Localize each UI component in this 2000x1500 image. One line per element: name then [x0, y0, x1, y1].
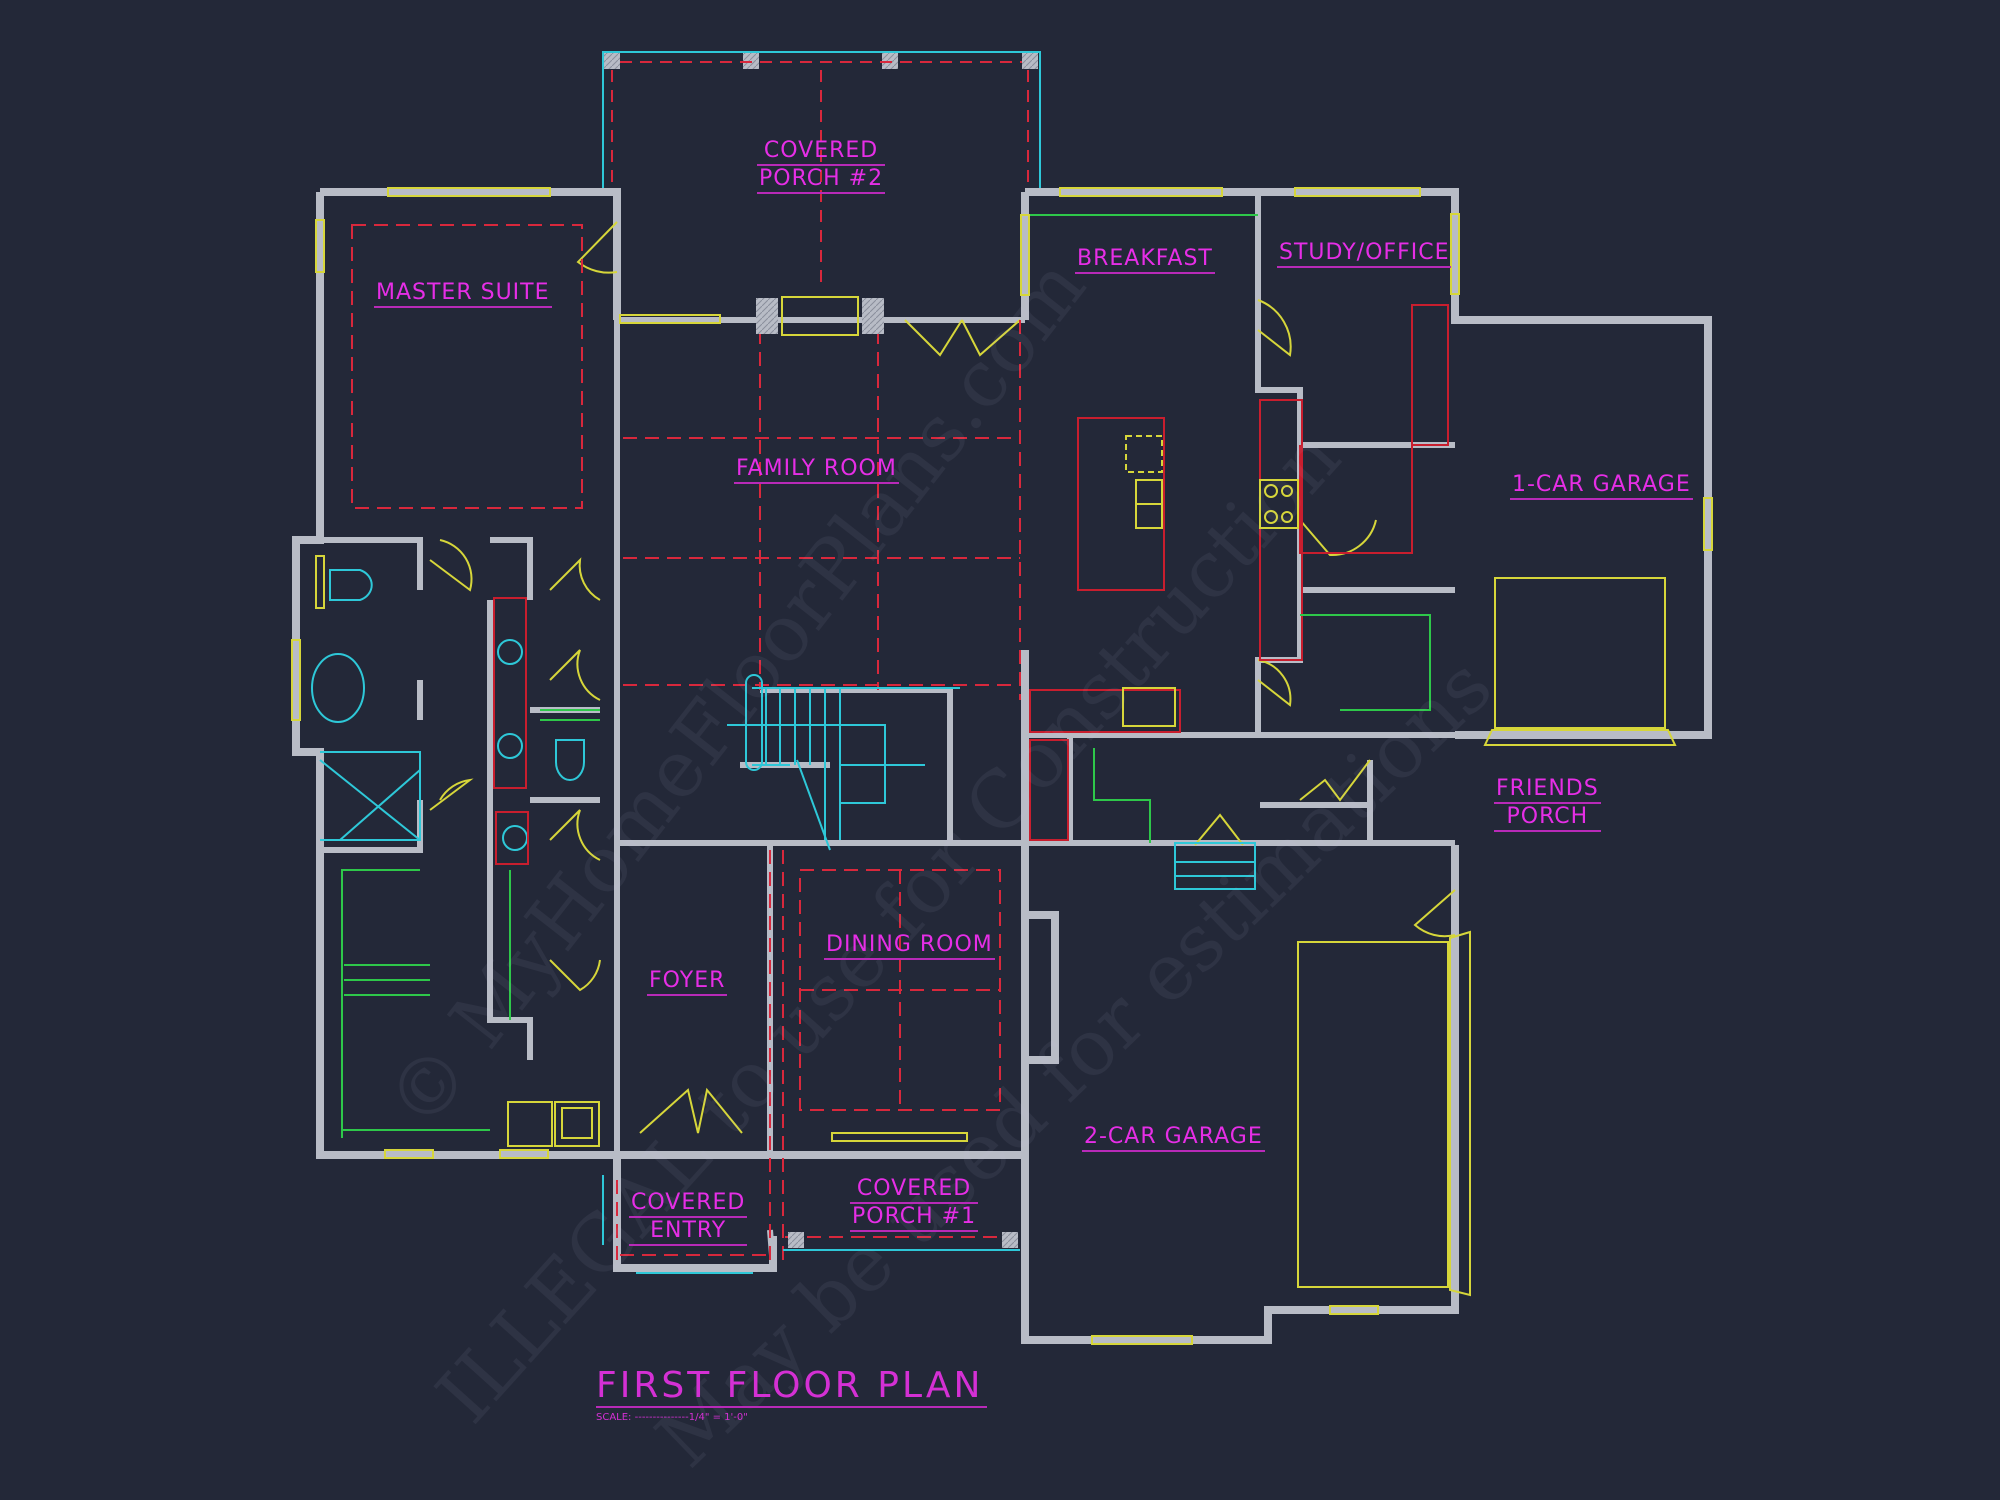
covered-porch-2-outline: [602, 51, 1041, 290]
label-line-1: FOYER: [647, 968, 728, 996]
label-line-1: COVERED: [757, 138, 886, 166]
room-label-study-office: STUDY/OFFICE: [1277, 240, 1452, 268]
room-label-covered-porch-1: COVERED PORCH #1: [850, 1176, 979, 1232]
garage-doors: [1297, 577, 1677, 1297]
bath-fixtures: [311, 569, 1256, 890]
label-line-2: PORCH #2: [757, 166, 886, 194]
kitchen-cabinets: [1029, 304, 1449, 841]
doors: [429, 221, 1456, 1134]
laundry-appliances: [507, 1101, 600, 1147]
label-line-1: DINING ROOM: [824, 932, 995, 960]
label-line-1: STUDY/OFFICE: [1277, 240, 1452, 268]
label-line-2: PORCH #1: [850, 1204, 979, 1232]
ceiling-lines: [351, 224, 1021, 1262]
label-line-1: COVERED: [850, 1176, 979, 1204]
drawing-title: FIRST FLOOR PLAN: [596, 1366, 988, 1408]
staircase: [727, 674, 960, 851]
windows: [291, 187, 1713, 1345]
vanity-outline: [493, 597, 529, 865]
closet-shelving: [341, 214, 1431, 1138]
room-label-foyer: FOYER: [647, 968, 728, 996]
room-label-friends-porch: FRIENDS PORCH: [1494, 776, 1601, 832]
label-line-1: 1-CAR GARAGE: [1510, 472, 1693, 500]
room-label-master-suite: MASTER SUITE: [374, 280, 552, 308]
interior-walls: [320, 192, 1455, 1269]
porch-columns: [756, 298, 1018, 1248]
label-line-1: 2-CAR GARAGE: [1082, 1124, 1265, 1152]
label-line-1: FRIENDS: [1494, 776, 1601, 804]
room-label-2-car-garage: 2-CAR GARAGE: [1082, 1124, 1265, 1152]
front-porch-lines: [602, 1175, 1020, 1274]
kitchen-appliances: [1122, 435, 1299, 727]
label-line-1: MASTER SUITE: [374, 280, 552, 308]
room-label-1-car-garage: 1-CAR GARAGE: [1510, 472, 1693, 500]
label-line-1: BREAKFAST: [1075, 246, 1215, 274]
room-label-breakfast: BREAKFAST: [1075, 246, 1215, 274]
label-line-1: COVERED: [629, 1190, 748, 1218]
drawing-scale: SCALE: ---------------1/4" = 1'-0": [596, 1412, 748, 1423]
exterior-walls: [292, 188, 1712, 1344]
room-label-covered-entry: COVERED ENTRY: [629, 1190, 748, 1246]
label-line-1: FAMILY ROOM: [734, 456, 899, 484]
room-label-family-room: FAMILY ROOM: [734, 456, 899, 484]
label-line-2: ENTRY: [629, 1218, 748, 1246]
room-label-dining-room: DINING ROOM: [824, 932, 995, 960]
label-line-2: PORCH: [1494, 804, 1601, 832]
room-label-covered-porch-2: COVERED PORCH #2: [757, 138, 886, 194]
